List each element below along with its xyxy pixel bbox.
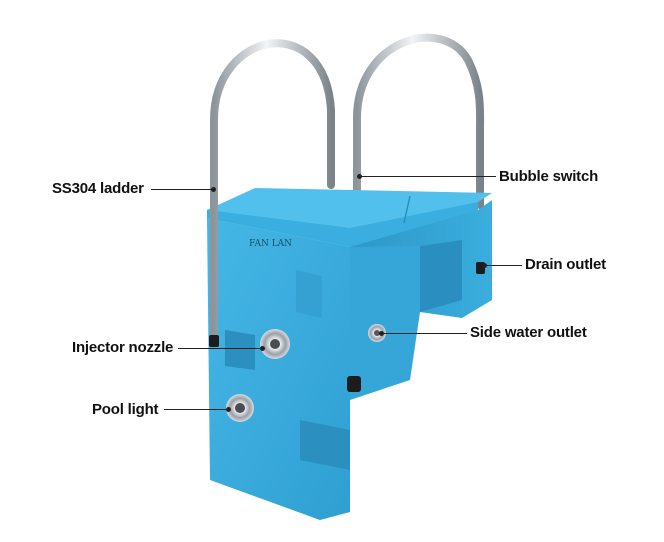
leader-dot [211, 187, 216, 192]
leader-dot [482, 263, 487, 268]
front-recess-upper [225, 330, 255, 370]
leader-line [151, 189, 213, 190]
side-water-outlet-fitting [368, 324, 386, 342]
callout-bubble-switch: Bubble switch [499, 168, 599, 185]
front-recess-lower [300, 420, 350, 470]
leader-line [178, 348, 262, 349]
leader-line [484, 265, 522, 266]
leader-dot [357, 174, 362, 179]
pool-light-fitting [226, 394, 254, 422]
leader-line [360, 176, 496, 177]
callout-side-water-outlet: Side water outlet [470, 324, 587, 341]
leader-dot [226, 407, 231, 412]
ladder-rail-back [353, 33, 485, 240]
callout-drain-outlet: Drain outlet [525, 256, 606, 273]
ladder-rail-front [209, 39, 335, 347]
leader-line [164, 409, 228, 410]
body-main-column [207, 218, 350, 520]
injector-nozzle-fitting [260, 329, 290, 359]
callout-ss304-ladder: SS304 ladder [52, 180, 144, 197]
leader-dot [260, 346, 265, 351]
callout-pool-light: Pool light [92, 401, 159, 418]
callout-injector-nozzle: Injector nozzle [72, 339, 174, 356]
leader-dot [379, 331, 384, 336]
brand-mark: FAN LAN [249, 239, 292, 249]
leader-line [382, 333, 467, 334]
